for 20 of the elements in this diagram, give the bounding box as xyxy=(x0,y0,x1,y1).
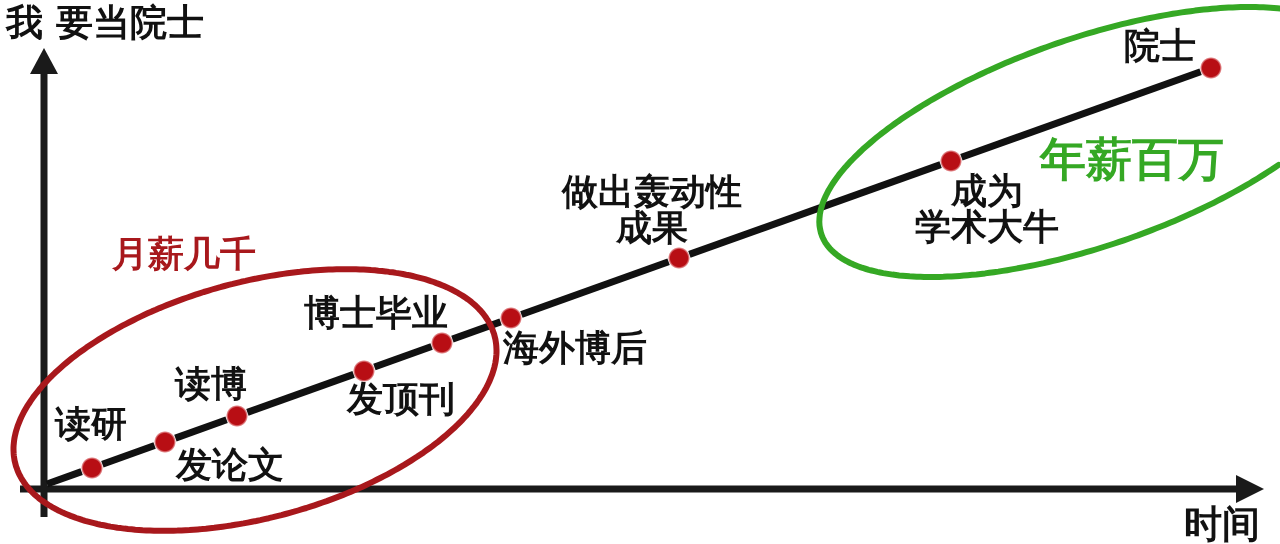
trend-line xyxy=(101,442,156,468)
milestone-label: 做出轰动性成果 xyxy=(560,174,743,246)
trend-line xyxy=(960,68,1202,161)
trend-line xyxy=(373,343,433,371)
axis-label: 我 要当院士 xyxy=(6,4,204,41)
milestone-label: 读博 xyxy=(175,366,247,402)
trend-line xyxy=(174,416,228,442)
trend-line xyxy=(246,371,355,416)
trend-line xyxy=(451,318,502,343)
milestone-label: 院士 xyxy=(1124,28,1196,64)
trend-line xyxy=(688,161,942,258)
milestone-label: 读研 xyxy=(55,406,127,442)
milestone-label: 发论文 xyxy=(176,447,284,483)
axis-label: 时间 xyxy=(1184,505,1260,543)
milestone-label: 海外博后 xyxy=(503,330,647,366)
trend-line xyxy=(520,258,670,318)
group-label: 月薪几千 xyxy=(112,236,256,272)
trend-line xyxy=(45,468,83,488)
milestone-label: 博士毕业 xyxy=(304,295,448,331)
milestone-label: 发顶刊 xyxy=(347,381,455,417)
